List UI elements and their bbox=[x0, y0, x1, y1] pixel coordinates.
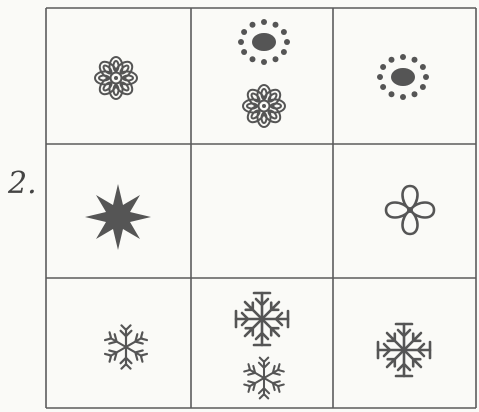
dotted-ring-icon bbox=[377, 54, 429, 100]
cell-r1-c3 bbox=[377, 54, 429, 100]
snowflake-icon bbox=[105, 325, 148, 368]
empty-cell bbox=[192, 145, 332, 277]
eight-point-star-icon bbox=[85, 184, 151, 250]
cell-r2-c2 bbox=[192, 145, 332, 277]
cell-r1-c2 bbox=[238, 19, 290, 127]
cell-r3-c3 bbox=[378, 324, 430, 376]
cell-r2-c1 bbox=[85, 184, 151, 250]
flower-icon bbox=[95, 57, 137, 99]
cell-r2-c3 bbox=[386, 186, 434, 234]
four-loop-knot-icon bbox=[386, 186, 434, 234]
cell-r3-c1 bbox=[105, 325, 148, 368]
large-snowflake-icon bbox=[236, 293, 288, 345]
dotted-ring-icon bbox=[238, 19, 290, 65]
problem-number: 2. bbox=[7, 166, 37, 201]
cell-r1-c1 bbox=[95, 57, 137, 99]
cell-r3-c2 bbox=[236, 293, 288, 398]
flower-icon bbox=[243, 85, 285, 127]
large-snowflake-icon bbox=[378, 324, 430, 376]
snowflake-icon bbox=[244, 358, 284, 399]
